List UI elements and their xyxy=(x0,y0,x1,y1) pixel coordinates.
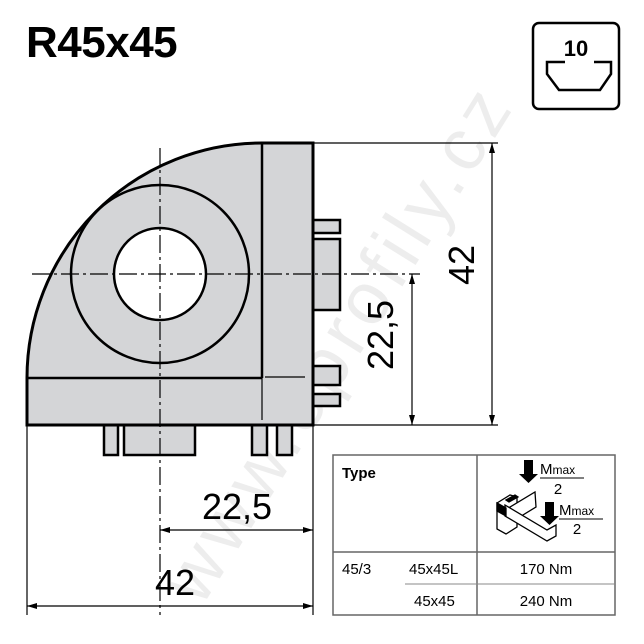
slot-size-label: 10 xyxy=(564,36,588,61)
moment-divisor-2: 2 xyxy=(573,521,581,538)
t-slot-icon: 10 xyxy=(531,21,621,111)
moment-sub: max xyxy=(553,463,576,477)
row-profile: 45x45 xyxy=(414,593,455,610)
dim-height-total: 42 xyxy=(441,245,482,285)
extension-lines xyxy=(26,142,498,615)
dim-height-center: 22,5 xyxy=(360,300,401,370)
load-diagram-icon xyxy=(496,460,559,542)
row-torque: 170 Nm xyxy=(520,561,573,578)
torque-table: Type Mmax 2 Mmax 2 45/3 45x45L 170 Nm 45… xyxy=(332,454,616,616)
svg-text:Mmax: Mmax xyxy=(540,461,575,478)
row-profile: 45x45L xyxy=(409,561,458,578)
page-title: R45x45 xyxy=(26,18,178,67)
moment-label: M xyxy=(540,461,553,478)
svg-text:Mmax: Mmax xyxy=(559,502,594,519)
row-torque: 240 Nm xyxy=(520,593,573,610)
dim-width-center: 22,5 xyxy=(202,486,272,527)
row-type: 45/3 xyxy=(342,561,371,578)
dim-width-total: 42 xyxy=(155,562,195,603)
mounting-tabs xyxy=(102,218,342,457)
moment-label-2: M xyxy=(559,502,572,519)
center-lines xyxy=(32,148,420,615)
dimension-lines xyxy=(27,143,495,609)
table-header-type: Type xyxy=(342,465,376,482)
moment-divisor: 2 xyxy=(554,481,562,498)
moment-sub-2: max xyxy=(572,504,595,518)
